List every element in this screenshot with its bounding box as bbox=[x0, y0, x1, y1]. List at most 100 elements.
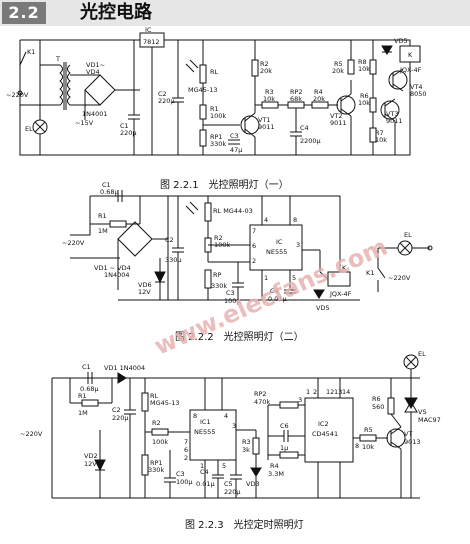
label-c1: C1 bbox=[120, 122, 129, 130]
figure-caption: 图 2.2.3 光控定时照明灯 bbox=[185, 518, 304, 531]
label-k1: K1 bbox=[366, 269, 374, 277]
label-vs: VS bbox=[418, 408, 427, 416]
label-vd1: VD1 1N4004 bbox=[104, 364, 145, 372]
label-el: EL bbox=[404, 231, 412, 239]
label-c2: C2 bbox=[112, 406, 121, 414]
label-c4: C4 bbox=[200, 468, 209, 476]
label-c5: C5 bbox=[224, 480, 233, 488]
label-c1: C1 bbox=[82, 363, 91, 371]
label-9011a: 9011 bbox=[258, 123, 275, 131]
label-r1-value: 100k bbox=[210, 112, 226, 120]
label-t: T bbox=[55, 55, 60, 63]
label-ic2-pin8: 8 bbox=[355, 442, 359, 450]
label-9011b: 9011 bbox=[330, 119, 347, 127]
label-rp2-value: 68k bbox=[290, 95, 302, 103]
label-pin1: 1 bbox=[264, 274, 268, 282]
label-vt3: VT3 bbox=[386, 110, 399, 118]
label-1n4004: 1N4004 bbox=[104, 271, 130, 279]
photoresistor-rl-3-symbol bbox=[141, 392, 149, 412]
label-ne555: NE555 bbox=[266, 248, 287, 256]
relay-k-symbol bbox=[399, 45, 421, 63]
label-r5-value: 10k bbox=[362, 443, 374, 451]
label-c2: C2 bbox=[158, 90, 167, 98]
label-r3-value: 10k bbox=[263, 95, 275, 103]
label-c2-value: 330μ bbox=[165, 256, 182, 264]
label-jqx: JQX-4F bbox=[329, 290, 352, 298]
label-c3-value: 47μ bbox=[230, 146, 242, 154]
label-mg45: MG45-13 bbox=[188, 86, 218, 94]
section-title: 光控电路 bbox=[80, 2, 152, 23]
label-c4: C4 bbox=[270, 287, 279, 295]
label-8050: 8050 bbox=[410, 90, 427, 98]
label-r2: R2 bbox=[260, 60, 269, 68]
label-ic2-pin2: 2 bbox=[313, 388, 317, 396]
label-r2: R2 bbox=[152, 419, 161, 427]
label-ic2: IC2 bbox=[318, 420, 329, 428]
label-pin5: 5 bbox=[222, 462, 226, 470]
label-c1-value: 0.68μ bbox=[100, 188, 119, 196]
label-r1: R1 bbox=[98, 212, 107, 220]
label-c4-value: 2200μ bbox=[300, 137, 321, 145]
label-r8: R8 bbox=[358, 58, 367, 66]
label-vd2: VD2 bbox=[84, 452, 98, 460]
label-pin5: 5 bbox=[292, 274, 296, 282]
label-r2-value: 100k bbox=[152, 438, 168, 446]
label-15v: ~15V bbox=[75, 119, 94, 127]
label-r3: R3 bbox=[265, 88, 274, 96]
diode-vd1-3-symbol bbox=[117, 372, 127, 384]
label-c1: C1 bbox=[102, 181, 111, 189]
label-r6: R6 bbox=[372, 395, 381, 403]
label-7812: 7812 bbox=[143, 38, 160, 46]
ic-ne555-symbol bbox=[249, 224, 303, 271]
label-r7: R7 bbox=[375, 129, 384, 137]
schematics: K1 EL ~220V T VD1~ VD4 1N4001 ~15V C1 22… bbox=[6, 26, 441, 531]
label-c4-value: 0.01μ bbox=[268, 295, 287, 303]
label-k: K bbox=[342, 264, 347, 272]
bridge-rectifier-symbol bbox=[84, 74, 116, 106]
label-rp1: RP1 bbox=[210, 133, 223, 141]
label-c3: C3 bbox=[230, 132, 239, 140]
photoresistor-rl-2-symbol bbox=[204, 202, 212, 222]
label-r3-value: 3k bbox=[242, 446, 250, 454]
label-pin1: 1 bbox=[200, 462, 204, 470]
diode-vd5-symbol bbox=[381, 45, 393, 55]
ic1-ne555-symbol bbox=[189, 409, 237, 461]
zener-vd6-symbol bbox=[154, 271, 166, 284]
bridge-rectifier-2-symbol bbox=[117, 221, 153, 257]
label-rp2: RP2 bbox=[254, 390, 267, 398]
label-pin6: 6 bbox=[184, 446, 188, 454]
label-c2-value: 220μ bbox=[112, 414, 129, 422]
label-ic1-part: NE555 bbox=[194, 428, 215, 436]
label-r6: R6 bbox=[360, 92, 369, 100]
label-vd2-value: 12V bbox=[84, 460, 97, 468]
label-vd6: VD6 bbox=[138, 281, 152, 289]
label-c6-value: 1μ bbox=[280, 444, 288, 452]
label-pin7: 7 bbox=[252, 227, 256, 235]
label-c3: C3 bbox=[176, 470, 185, 478]
label-c3-value: 100μ bbox=[224, 297, 241, 305]
label-r1-value: 1M bbox=[78, 409, 88, 417]
label-ic1: IC1 bbox=[200, 418, 211, 426]
label-k1: K1 bbox=[27, 48, 35, 56]
label-r6-value: 560 bbox=[372, 403, 384, 411]
label-220v-right: ~220V bbox=[388, 274, 411, 282]
label-r2-value: 20k bbox=[260, 67, 272, 75]
label-el: EL bbox=[418, 350, 426, 358]
fig3-labels: C1 0.68μ VD1 1N4004 R1 1M C2 220μ RL MG4… bbox=[20, 350, 441, 496]
label-c5-value: 220μ bbox=[224, 488, 241, 496]
label-c3: C3 bbox=[226, 289, 235, 297]
label-220v: ~220V bbox=[62, 239, 85, 247]
switch-k1-symbol bbox=[19, 51, 27, 66]
label-1n4001: 1N4001 bbox=[82, 110, 108, 118]
fig2-labels: C1 0.68μ R1 1M ~220V VD1 ~ VD4 1N4004 C2… bbox=[62, 181, 412, 312]
label-ic2-pin3: 3 bbox=[298, 396, 302, 404]
label-pin2: 2 bbox=[252, 257, 256, 265]
label-220v: ~220V bbox=[20, 430, 43, 438]
label-c1-value: 220μ bbox=[120, 129, 137, 137]
triac-vs-symbol bbox=[404, 397, 418, 409]
led-vd3-symbol bbox=[250, 467, 262, 477]
label-c6: C6 bbox=[280, 422, 289, 430]
section-header: 2.2 光控电路 bbox=[0, 0, 470, 26]
label-r2-value: 100k bbox=[214, 241, 230, 249]
figure-caption: 图 2.2.1 光控照明灯（一） bbox=[160, 178, 289, 191]
